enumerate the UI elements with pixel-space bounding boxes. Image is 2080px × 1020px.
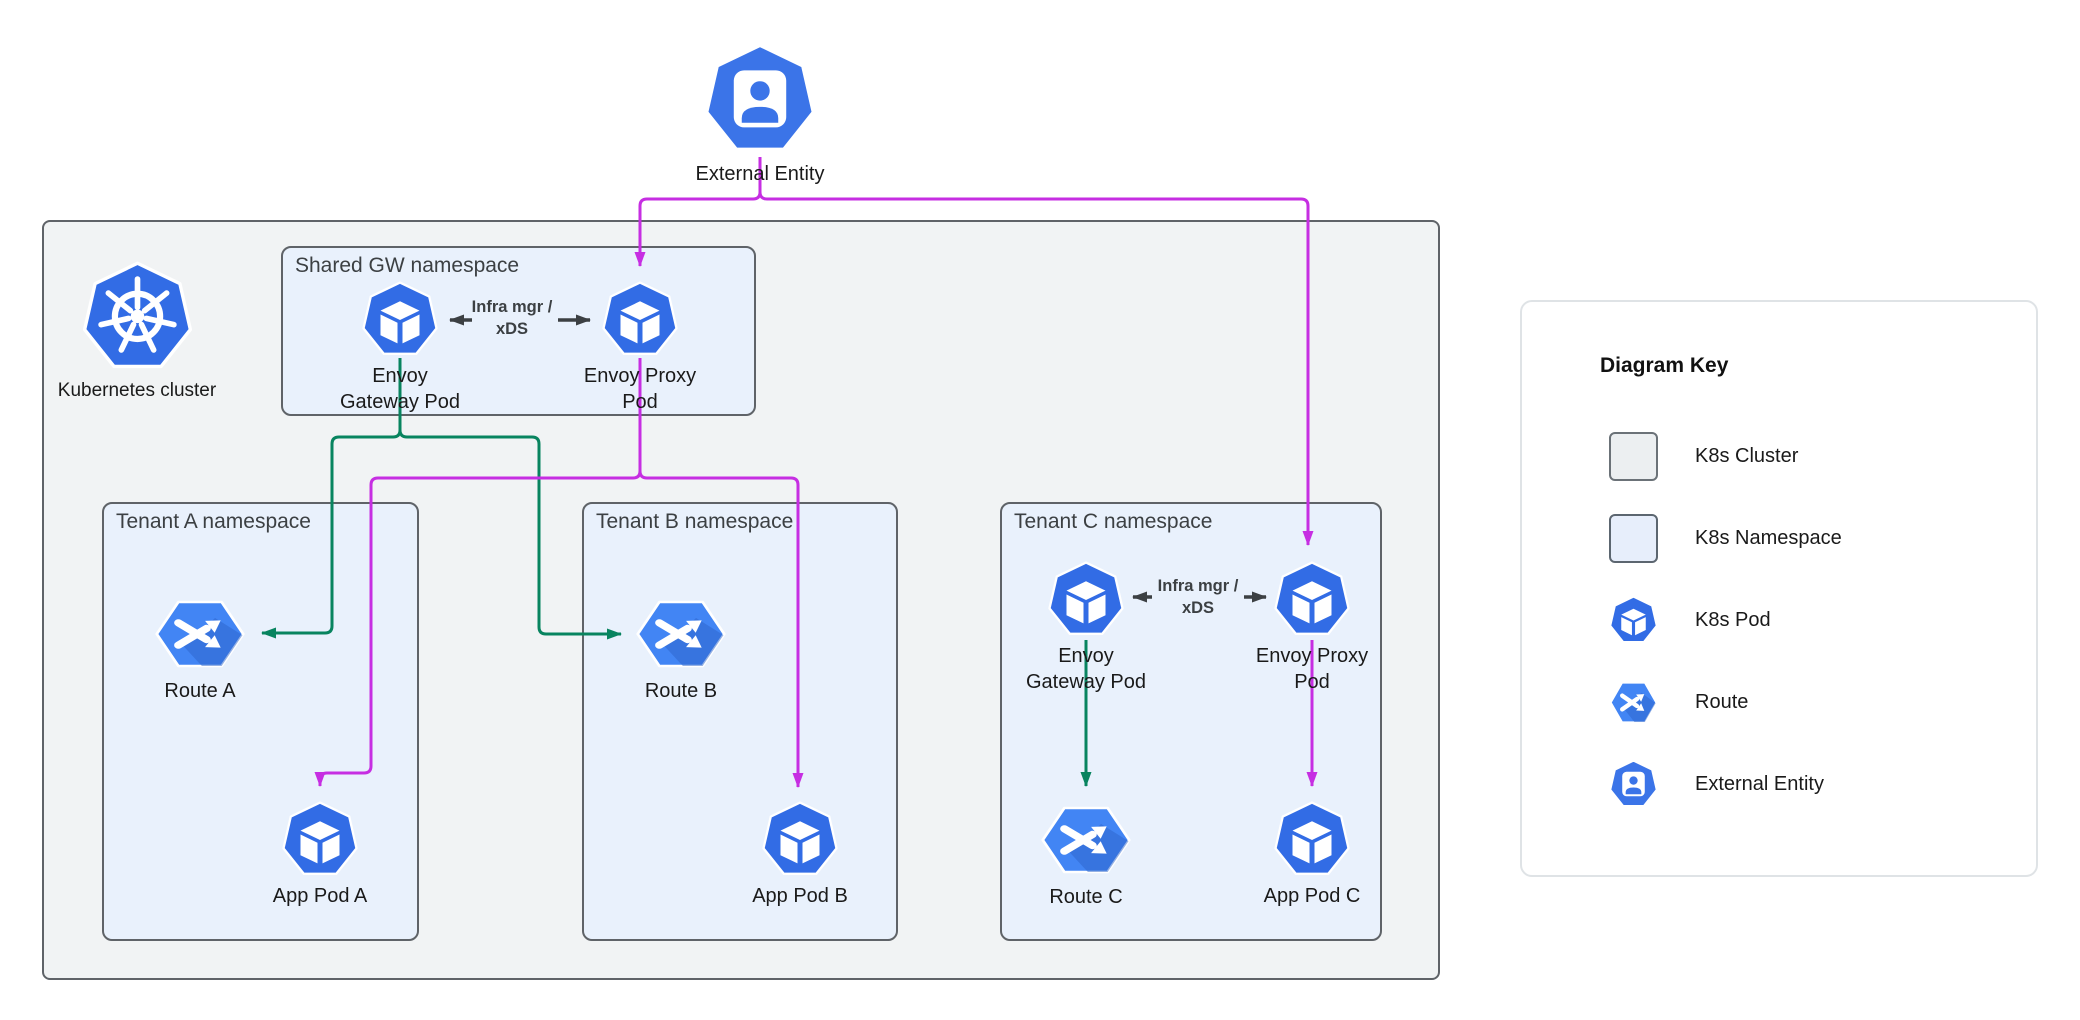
shared-proxy-label-line1: Envoy Proxy [583,365,697,387]
k8s-pod-icon [1609,596,1658,645]
kubernetes-cluster-node: Kubernetes cluster [27,261,247,404]
key-label-route: Route [1695,691,1749,713]
route-a-node: Route A [90,594,310,704]
route-icon [153,594,247,674]
route-c-node: Route C [976,800,1196,910]
tenant-c-xds-label-line1: Infra mgr / [1157,577,1239,595]
k8s-pod-icon [281,801,359,879]
kubernetes-logo-icon [81,261,194,374]
tenant-c-namespace-title: Tenant C namespace [1014,510,1213,533]
route-c-label: Route C [1049,886,1123,908]
k8s-pod-icon [361,281,439,359]
external-entity-icon [1609,760,1658,809]
app-pod-c-label: App Pod C [1263,885,1361,907]
key-row-external-entity: External Entity [1609,760,2036,809]
route-icon [634,594,728,674]
shared-xds-label-line2: xDS [495,320,529,338]
k8s-pod-icon [1047,561,1125,639]
key-row-route: Route [1609,678,2036,727]
k8s-pod-icon [1273,801,1351,879]
shared-xds-edge-label: Infra mgr / xDS [437,296,587,340]
external-entity-node: External Entity [650,43,870,187]
shared-gw-namespace-title: Shared GW namespace [295,254,520,277]
tenant-a-namespace-title: Tenant A namespace [116,510,311,533]
tenant-c-xds-edge-label: Infra mgr / xDS [1123,575,1273,619]
app-pod-a-label: App Pod A [272,885,368,907]
app-pod-b-node: App Pod B [690,801,910,909]
tenant-c-xds-label-line2: xDS [1181,599,1215,617]
external-entity-label: External Entity [695,163,825,185]
k8s-pod-icon [1273,561,1351,639]
key-row-k8s-namespace: K8s Namespace [1609,514,2036,563]
tenant-c-proxy-label-line2: Pod [1294,671,1330,693]
tenant-c-proxy-label-line1: Envoy Proxy [1255,645,1369,667]
shared-xds-label-line1: Infra mgr / [471,298,553,316]
diagram-key-panel: Diagram Key K8s Cluster K8s Namespace K8… [1520,300,2038,877]
shared-gateway-label-line2: Gateway Pod [339,391,461,413]
route-b-label: Route B [644,680,718,702]
k8s-namespace-swatch [1609,514,1658,563]
route-a-label: Route A [164,680,236,702]
diagram-key-title: Diagram Key [1600,354,1729,377]
k8s-pod-icon [601,281,679,359]
app-pod-b-label: App Pod B [752,885,848,907]
k8s-pod-icon [761,801,839,879]
key-label-k8s-namespace: K8s Namespace [1695,527,1842,549]
kubernetes-cluster-label: Kubernetes cluster [57,380,217,401]
shared-proxy-label-line2: Pod [622,391,658,413]
route-icon [1609,678,1658,727]
route-icon [1039,800,1133,880]
app-pod-a-node: App Pod A [210,801,430,909]
shared-gateway-label-line1: Envoy [372,365,428,387]
key-row-k8s-cluster: K8s Cluster [1609,432,2036,481]
route-b-node: Route B [571,594,791,704]
key-label-k8s-cluster: K8s Cluster [1695,445,1799,467]
key-label-external-entity: External Entity [1695,773,1824,795]
app-pod-c-node: App Pod C [1202,801,1422,909]
k8s-cluster-swatch [1609,432,1658,481]
external-entity-icon [703,43,817,157]
tenant-c-gateway-label-line1: Envoy [1058,645,1114,667]
tenant-c-gateway-label-line2: Gateway Pod [1025,671,1147,693]
key-row-k8s-pod: K8s Pod [1609,596,2036,645]
key-label-k8s-pod: K8s Pod [1695,609,1771,631]
tenant-b-namespace-title: Tenant B namespace [596,510,794,533]
